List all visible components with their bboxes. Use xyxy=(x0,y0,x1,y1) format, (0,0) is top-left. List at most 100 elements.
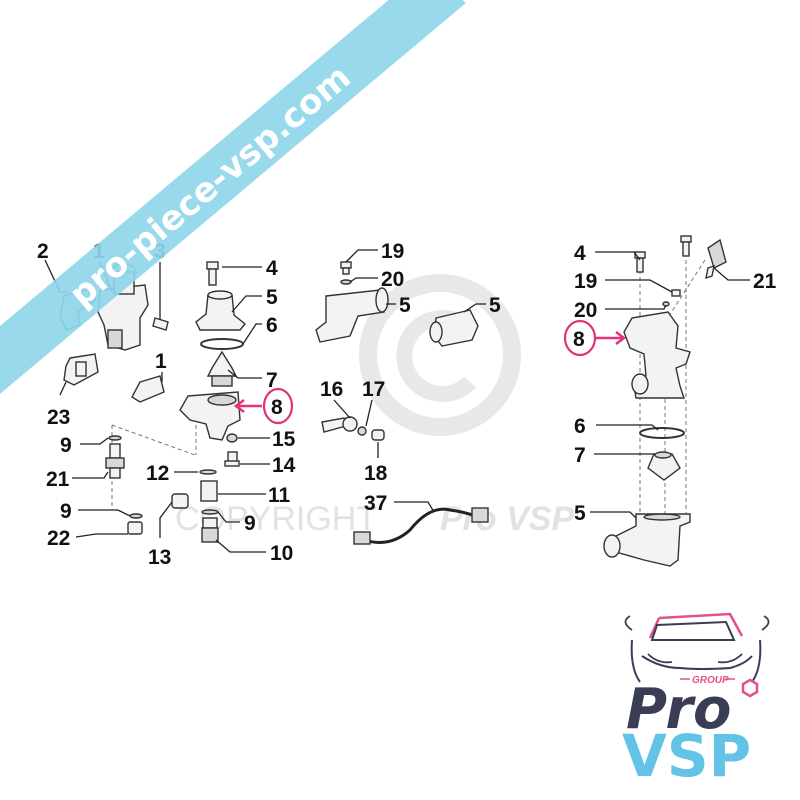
label-m16: 16 xyxy=(320,378,343,401)
bolt-part-4-shank xyxy=(208,268,217,286)
leader-m16 xyxy=(333,399,351,419)
o-ring-part-12 xyxy=(199,469,217,475)
elbow-r5-flange xyxy=(643,513,681,521)
washer-part-20 xyxy=(340,279,352,285)
label-5: 5 xyxy=(266,286,278,309)
label-8-highlighted: 8 xyxy=(271,396,283,419)
gasket-23-hole xyxy=(75,361,87,377)
leader-r20 xyxy=(605,304,667,310)
car-body-outline xyxy=(630,639,762,683)
leader-9a xyxy=(80,437,109,445)
leader-10 xyxy=(215,539,266,553)
car-mirrors xyxy=(624,615,770,631)
car-headlights xyxy=(647,653,743,664)
logo-group-text: GROUP xyxy=(692,675,729,686)
leader-m20 xyxy=(349,277,378,283)
leader-r4 xyxy=(595,251,641,261)
label-13: 13 xyxy=(148,546,171,569)
label-15: 15 xyxy=(272,428,296,451)
label-m17: 17 xyxy=(362,378,385,401)
leader-m17 xyxy=(365,399,373,427)
hex-nut-icon xyxy=(741,678,759,698)
car-windshield xyxy=(650,620,736,641)
label-21: 21 xyxy=(46,468,70,491)
logo-pro-text: Pro xyxy=(626,677,731,742)
label-r21: 21 xyxy=(753,270,777,293)
washer-part-15 xyxy=(226,433,238,443)
housing-8-opening xyxy=(207,394,237,406)
bolt-part-3 xyxy=(152,317,169,331)
label-m19: 19 xyxy=(381,240,404,263)
plug-part-r19 xyxy=(671,289,681,297)
elbow-5a-outlet xyxy=(375,287,389,313)
pro-vsp-logo: GROUP Pro VSP xyxy=(622,612,770,790)
o-ring-part-6 xyxy=(200,338,244,350)
label-m5a: 5 xyxy=(399,294,411,317)
leader-r6 xyxy=(596,424,659,431)
bolt-part-r4a xyxy=(636,257,644,273)
leader-13 xyxy=(159,501,173,538)
leader-9c xyxy=(217,511,240,523)
logo-vsp-text: VSP xyxy=(622,722,751,790)
left-assembly: 2 1 3 4 5 6 1 7 8 23 9 15 21 14 12 11 9 … xyxy=(37,240,296,569)
o-ring-part-9a xyxy=(108,435,122,441)
highlight-circle-8-left xyxy=(262,387,294,425)
label-9a: 9 xyxy=(60,434,72,457)
leader-m5b xyxy=(463,303,486,313)
sensor-part-10-body xyxy=(201,527,219,543)
highlight-arrowhead-8-left xyxy=(233,399,245,413)
thermostat-spring xyxy=(211,375,233,387)
plug-part-13 xyxy=(171,493,189,509)
washer-part-17 xyxy=(357,426,367,436)
fitting-part-16-eye xyxy=(342,416,358,432)
watermark-banner: pro-piece-vsp.com xyxy=(0,0,466,402)
label-m18: 18 xyxy=(364,462,388,485)
cable-part-37 xyxy=(363,507,476,544)
label-r5: 5 xyxy=(574,502,586,525)
elbow-5b-outlet xyxy=(429,321,443,343)
label-10: 10 xyxy=(270,542,293,565)
label-1b: 1 xyxy=(155,350,167,373)
label-r8-highlighted: 8 xyxy=(573,328,585,351)
plug-part-19-thread xyxy=(342,267,350,275)
leader-r5 xyxy=(590,511,637,519)
label-r6: 6 xyxy=(574,415,586,438)
sensor-part-21-base xyxy=(109,467,121,479)
o-ring-part-9c xyxy=(201,509,219,515)
bolt-part-r4b xyxy=(682,241,690,257)
adapter-part-11 xyxy=(200,480,218,502)
o-ring-part-9b xyxy=(129,513,143,519)
o-ring-part-r6 xyxy=(639,427,685,439)
elbow-r5-outlet xyxy=(603,534,621,558)
leader-5 xyxy=(231,295,262,313)
housing-sensor xyxy=(107,329,123,349)
housing-r8-outlet xyxy=(631,373,649,395)
thermostat-r7-top xyxy=(654,451,672,459)
label-m37: 37 xyxy=(364,492,387,515)
label-22: 22 xyxy=(47,527,70,550)
label-11: 11 xyxy=(268,484,291,507)
label-9b: 9 xyxy=(60,500,72,523)
bolt-part-4-head xyxy=(206,261,219,270)
cover-5-outlet xyxy=(207,290,233,300)
highlight-arrowhead-8-right xyxy=(615,331,627,345)
sensor-part-10-top xyxy=(202,517,218,529)
label-6: 6 xyxy=(266,314,278,337)
label-2: 2 xyxy=(37,240,49,263)
highlight-circle-8-right xyxy=(563,319,597,357)
plug-part-19 xyxy=(340,261,352,269)
label-r19: 19 xyxy=(574,270,597,293)
middle-assembly: 19 20 5 5 16 17 18 37 xyxy=(315,240,501,545)
housing-part-r8 xyxy=(623,311,691,399)
car-roof-line xyxy=(658,612,744,637)
elbow-part-r5 xyxy=(606,513,691,567)
label-4: 4 xyxy=(266,257,278,280)
label-14: 14 xyxy=(272,454,296,477)
right-assembly: 4 21 19 20 8 6 7 5 xyxy=(563,235,777,567)
gasket-part-1b xyxy=(131,375,165,403)
label-12: 12 xyxy=(146,462,169,485)
leader-9b xyxy=(78,509,131,517)
sensor-part-r21 xyxy=(707,238,727,269)
leader-23 xyxy=(59,381,67,396)
connector-37-left xyxy=(353,531,371,545)
